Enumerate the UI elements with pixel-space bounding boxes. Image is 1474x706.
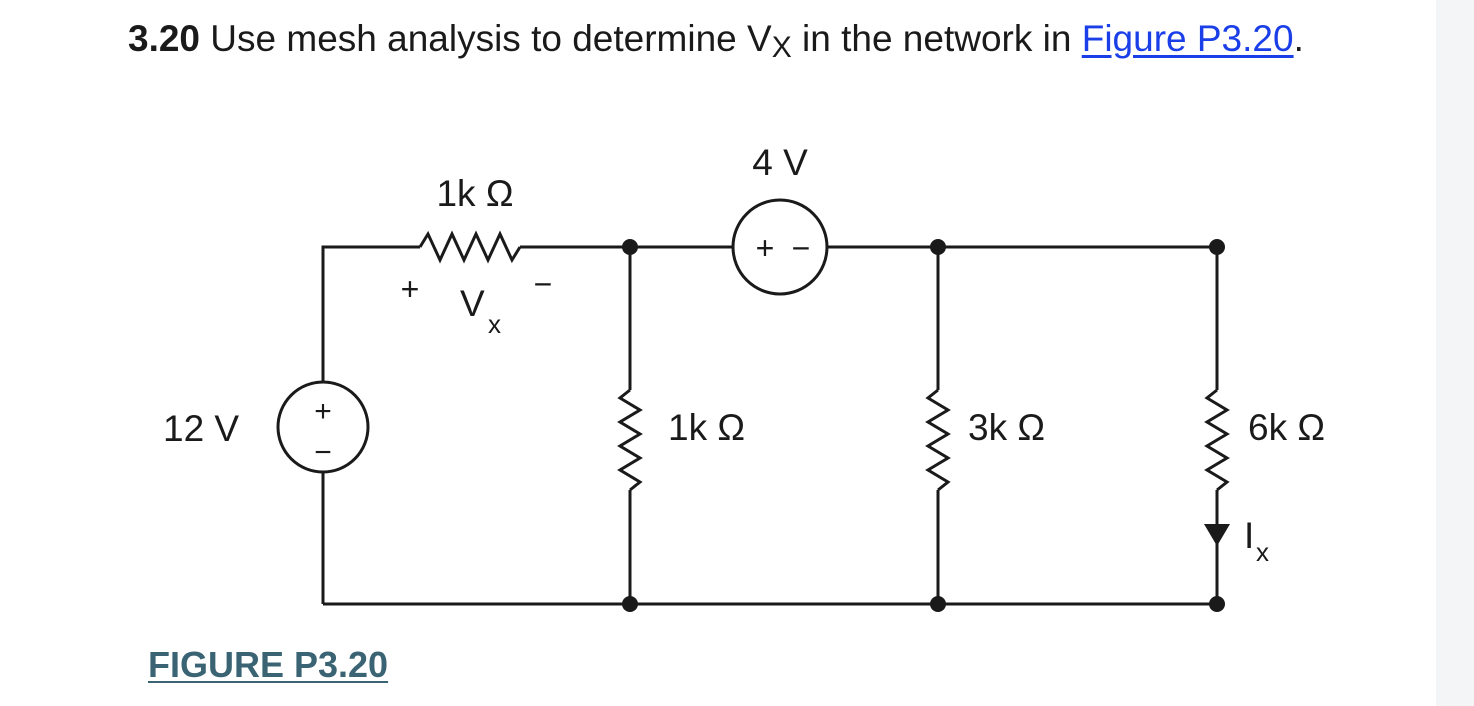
problem-number: 3.20 xyxy=(128,18,201,59)
label-vx-sub: x xyxy=(488,309,501,339)
label-12v-plus: + xyxy=(314,395,332,428)
node-bottom-2 xyxy=(930,596,946,612)
resistor-3k xyxy=(925,388,951,492)
node-bottom-1 xyxy=(622,596,638,612)
node-top-1 xyxy=(622,239,638,255)
current-arrow-ix xyxy=(1204,524,1230,546)
junction-nodes xyxy=(622,239,1225,612)
resistor-mid-1k xyxy=(617,388,643,492)
figure-link[interactable]: Figure P3.20 xyxy=(1081,18,1294,59)
label-r-mid2: 3k Ω xyxy=(968,407,1045,448)
label-4v-plus: + xyxy=(756,230,775,266)
label-r-top: 1k Ω xyxy=(436,173,513,214)
wire-left-top xyxy=(321,245,420,382)
label-4v: 4 V xyxy=(752,142,808,183)
label-12v-minus: − xyxy=(314,436,332,469)
right-side-strip xyxy=(1436,0,1474,706)
label-ix: I xyxy=(1244,515,1254,556)
node-top-2 xyxy=(930,239,946,255)
label-r-mid1: 1k Ω xyxy=(668,407,745,448)
voltage-source-12v xyxy=(276,380,370,474)
problem-text-before: Use mesh analysis to determine V xyxy=(200,18,772,59)
label-r-right: 6k Ω xyxy=(1248,407,1325,448)
node-bottom-3 xyxy=(1209,596,1225,612)
node-top-3 xyxy=(1209,239,1225,255)
voltage-source-4v xyxy=(731,198,829,296)
problem-text-after: in the network in xyxy=(791,18,1082,59)
label-vx-minus: − xyxy=(534,266,553,302)
problem-statement: 3.20 Use mesh analysis to determine VX i… xyxy=(128,14,1328,67)
resistor-top-1k xyxy=(418,230,522,264)
problem-end-punct: . xyxy=(1293,18,1304,59)
circuit-wires xyxy=(321,230,1230,606)
label-4v-minus: − xyxy=(792,230,811,266)
label-12v: 12 V xyxy=(163,408,239,449)
figure-caption[interactable]: FIGURE P3.20 xyxy=(148,644,389,685)
label-vx-plus: + xyxy=(401,271,420,307)
label-vx: V xyxy=(460,283,485,324)
resistor-6k xyxy=(1204,388,1230,492)
problem-subscript: X xyxy=(771,31,792,64)
label-ix-sub: x xyxy=(1256,537,1269,567)
